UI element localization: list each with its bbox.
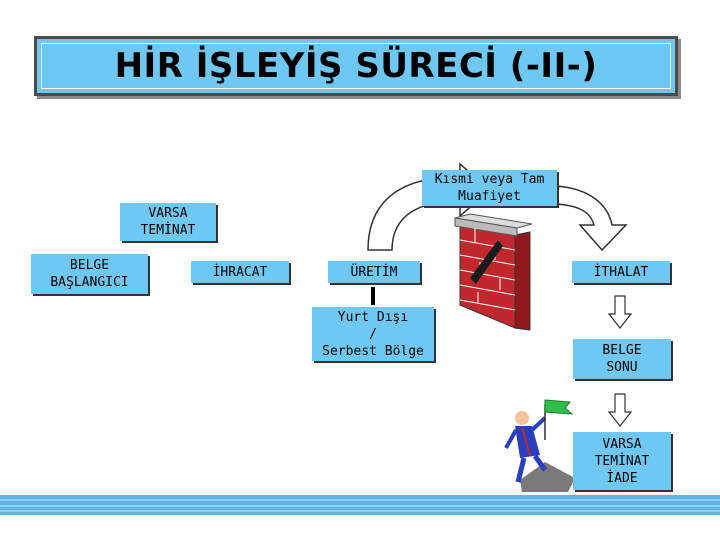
node-muafiyet: Kısmi veya Tam Muafiyet xyxy=(422,170,557,206)
connector-uretim-yurtdisi xyxy=(371,287,375,305)
node-varsa-teminat: VARSA TEMİNAT xyxy=(120,203,216,241)
node-uretim: ÜRETİM xyxy=(328,261,420,283)
node-ithalat: İTHALAT xyxy=(572,261,670,283)
title-banner: HİR İŞLEYİŞ SÜRECİ (-II-) xyxy=(34,36,678,96)
brick-wall xyxy=(454,213,533,331)
curved-arrow-down xyxy=(554,185,628,252)
water-strip xyxy=(0,495,720,540)
node-belge-sonu: BELGE SONU xyxy=(573,339,671,379)
flag xyxy=(544,399,574,415)
node-ihracat: İHRACAT xyxy=(191,261,289,283)
down-arrow-2 xyxy=(607,393,633,427)
node-teminat-iade: VARSA TEMİNAT İADE xyxy=(573,432,671,490)
node-yurt-disi: Yurt Dışı / Serbest Bölge xyxy=(312,307,434,361)
down-arrow-1 xyxy=(607,295,633,329)
node-belge-baslangici: BELGE BAŞLANGICI xyxy=(31,254,148,294)
page-title: HİR İŞLEYİŞ SÜRECİ (-II-) xyxy=(114,46,598,86)
businessman-figure xyxy=(504,399,575,492)
